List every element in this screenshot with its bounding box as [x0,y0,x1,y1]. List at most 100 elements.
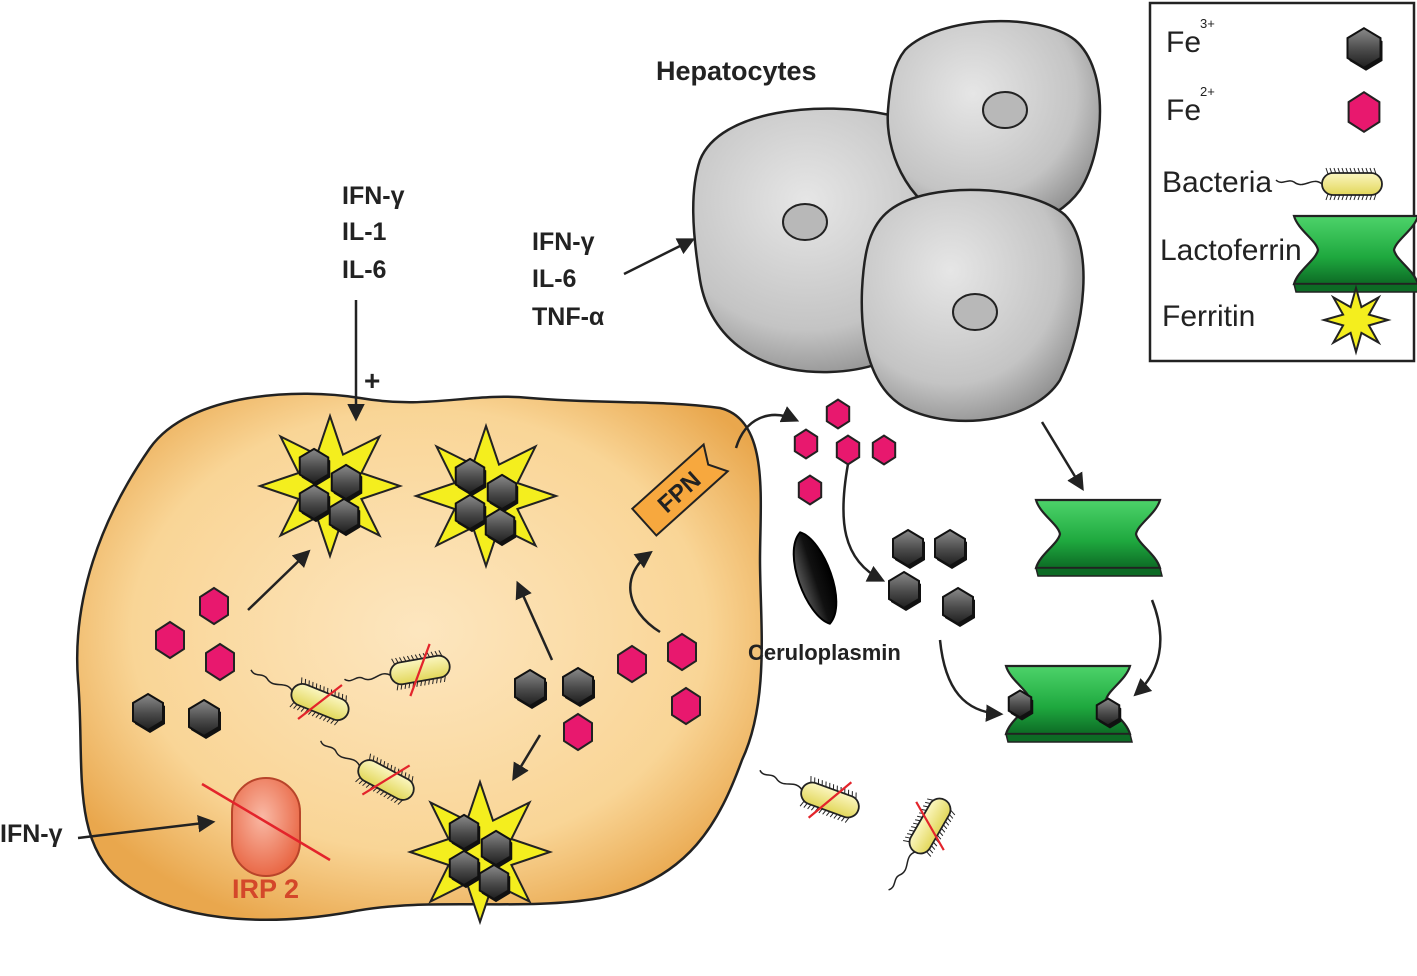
bacterium-pilus [289,701,295,708]
fe3-ion [448,813,481,853]
bacterium-pilus [411,776,414,783]
fe3-ion [478,863,511,903]
fe3-hexagon [188,698,220,738]
bacterium-pilus [1325,167,1329,175]
fe3-hexagon [1007,689,1033,719]
macrophage-cell [76,392,763,921]
fe3-ion [1346,27,1383,71]
fe2-ion [617,644,647,684]
fe3-ion [514,668,547,709]
bacterium-pilus [438,650,443,657]
bacterium-pilus [1373,167,1377,175]
fe3-ion [298,483,331,523]
fe3-ion [888,570,921,611]
fe2-ion [797,474,823,506]
fe3-ion [934,528,967,569]
bacterium-killed [250,669,350,726]
lactoferrin-shape [1292,214,1417,286]
lactoferrin [1034,498,1163,577]
lactoferrin-shape [1034,498,1162,570]
cross-mark [201,782,331,862]
bacterium-killed [888,797,956,891]
fe3-ion [454,457,487,497]
bacterium-body [1321,172,1383,196]
fe2-ion [1347,91,1381,133]
fe3-hexagon [328,497,360,535]
arrow-fe3-to-lactoferrin [938,639,1004,722]
hepatocyte-nucleus [952,293,998,331]
bacterium-flagellum [250,669,293,692]
fe3-hexagon [132,692,164,732]
fe3-hexagon [562,666,594,706]
fe3-hexagon [1095,697,1121,727]
arrow-fe3-to-lower-ferritin [512,734,542,781]
fe3-hexagon [330,463,362,501]
bacterium-pilus [443,675,446,683]
arrows [77,238,1162,840]
bacterium-killed [344,643,451,697]
bacterium [1275,167,1383,201]
plus-sign: + [364,365,380,396]
bacterium-pilus [300,677,303,684]
fe3-hexagon [298,447,330,485]
fe2-ion [825,398,851,430]
fe3-ion [562,666,595,707]
bacterium-pilus [799,800,805,807]
cross-mark [807,781,853,819]
fe3-hexagon [942,586,974,626]
bacterium-killed [320,740,415,805]
cross-mark [409,643,431,697]
ferritin-with-iron [406,778,554,926]
fe3-ion [330,463,363,503]
arrow-cytokines-to-hepatocytes [623,238,696,276]
legend-lactoferrin-label: Lactoferrin [1160,234,1302,267]
fe3-hexagon [1346,27,1382,69]
lactoferrin [1292,214,1417,293]
ceruloplasmin-label: Ceruloplasmin [748,640,901,665]
legend-bacteria-label: Bacteria [1162,166,1272,199]
bacterium-pilus [927,798,934,801]
arrow-hepatocytes-to-lactoferrin [1040,421,1084,491]
fe3-hexagon [892,528,924,568]
bacterium-pilus [397,799,403,805]
fe3-ion [328,497,361,537]
cytokine-label: IFN-γ [342,182,405,210]
fe3-hexagon [484,507,516,545]
bacterium-pilus [334,719,339,726]
fe2-ion [835,434,861,466]
bacterium-pilus [950,809,956,816]
bacterium-pilus [844,817,850,823]
cytokine-label: IL-1 [342,218,387,246]
bacterium-pilus [926,851,932,857]
arrow-fe2-to-fpn [629,550,661,634]
arrow-fpn-to-export [734,406,800,449]
arrow-fe2-oxidation [842,463,886,582]
ferritin-with-iron [256,412,404,560]
fe2-ion [667,632,697,672]
fe2-ion [155,620,185,660]
ceruloplasmin [792,531,838,625]
bacterium-pilus [810,776,812,783]
cytokine-label: IL-6 [342,256,386,284]
cross-mark [297,684,343,720]
fe3-hexagon [454,493,486,531]
bacterium-flagellum [1275,179,1323,186]
ifn-left-label: IFN-γ [0,820,63,848]
fe2-ion [205,642,235,682]
bacterium-pilus [355,777,361,783]
arrow-ifn-to-irp2 [77,814,216,840]
fe2-ion [199,586,229,626]
hepatocyte-nucleus [982,91,1028,129]
fe3-ion [454,493,487,533]
fe3-ion [1095,697,1122,729]
hepatocytes-label: Hepatocytes [656,56,817,86]
legend-fe2-superscript: 2+ [1200,84,1215,99]
fe3-ion [448,849,481,889]
fe3-hexagon [448,813,480,851]
text-labels: Hepatocytes IFN-γ IL-1 IL-6 + IFN-γ IL-6… [0,56,901,904]
fe3-ion [1007,689,1034,721]
cytokine-label: IFN-γ [532,228,595,256]
lactoferrin-base [1035,567,1163,577]
